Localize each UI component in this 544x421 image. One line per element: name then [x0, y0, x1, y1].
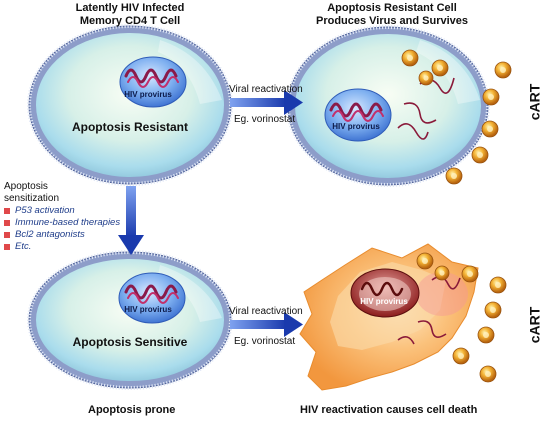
sensitization-item: Etc. [4, 241, 120, 253]
virion [479, 365, 497, 383]
virion [452, 347, 470, 365]
virion [482, 88, 500, 106]
arrow-bottom-right [230, 312, 303, 337]
virions-top [401, 49, 512, 185]
title-top-left: Latently HIV Infected Memory CD4 T Cell [75, 2, 185, 27]
virions-bottom [416, 252, 507, 383]
virion [401, 49, 419, 67]
cell-bottom-left [27, 250, 233, 390]
sensitization-item: P53 activation [4, 205, 120, 217]
nucleus-top-left [119, 56, 187, 108]
arrow-top-sublabel: Eg. vorinostat [234, 114, 296, 125]
virion [477, 326, 495, 344]
provirus-label-dying: HIV provirus [360, 297, 408, 306]
virion [434, 265, 450, 281]
cell-label-resistant: Apoptosis Resistant [72, 120, 188, 134]
nucleus-top-right [324, 88, 392, 142]
arrow-top-label: Viral reactivation [229, 84, 303, 95]
cart-label-top: cART [526, 83, 543, 121]
bullet-icon [4, 244, 10, 250]
sensitization-title: Apoptosis sensitization [4, 181, 60, 204]
virion [416, 252, 434, 270]
virion [484, 301, 502, 319]
arrow-bottom-sublabel: Eg. vorinostat [234, 336, 296, 347]
virion [445, 167, 463, 185]
arrow-bottom-label: Viral reactivation [229, 306, 303, 317]
virion [418, 70, 434, 86]
sensitization-item: Immune-based therapies [4, 217, 120, 229]
provirus-label-top-left: HIV provirus [124, 90, 172, 99]
bullet-icon [4, 208, 10, 214]
provirus-squiggle [124, 68, 178, 84]
bullet-icon [4, 220, 10, 226]
bottom-label-left: Apoptosis prone [88, 404, 176, 416]
virion [494, 61, 512, 79]
arrow-top-right [230, 90, 303, 115]
cell-top-left [27, 24, 233, 186]
provirus-label-top-right: HIV provirus [332, 122, 380, 131]
provirus-label-bottom-left: HIV provirus [124, 305, 172, 314]
virion [471, 146, 489, 164]
sensitization-item: Bcl2 antagonists [4, 229, 120, 241]
title-top-right: Apoptosis Resistant Cell Produces Virus … [315, 2, 469, 27]
virion [431, 59, 449, 77]
bullet-icon [4, 232, 10, 238]
bottom-label-right: HIV reactivation causes cell death [300, 404, 478, 416]
virion [461, 265, 479, 283]
virion [481, 120, 499, 138]
sensitization-list: P53 activation Immune-based therapies Bc… [4, 205, 120, 253]
virion [489, 276, 507, 294]
arrow-down [118, 186, 144, 255]
cart-label-bottom: cART [526, 306, 543, 344]
cell-top-right [286, 25, 490, 187]
dying-cell [299, 243, 479, 391]
cell-label-sensitive: Apoptosis Sensitive [73, 335, 188, 349]
